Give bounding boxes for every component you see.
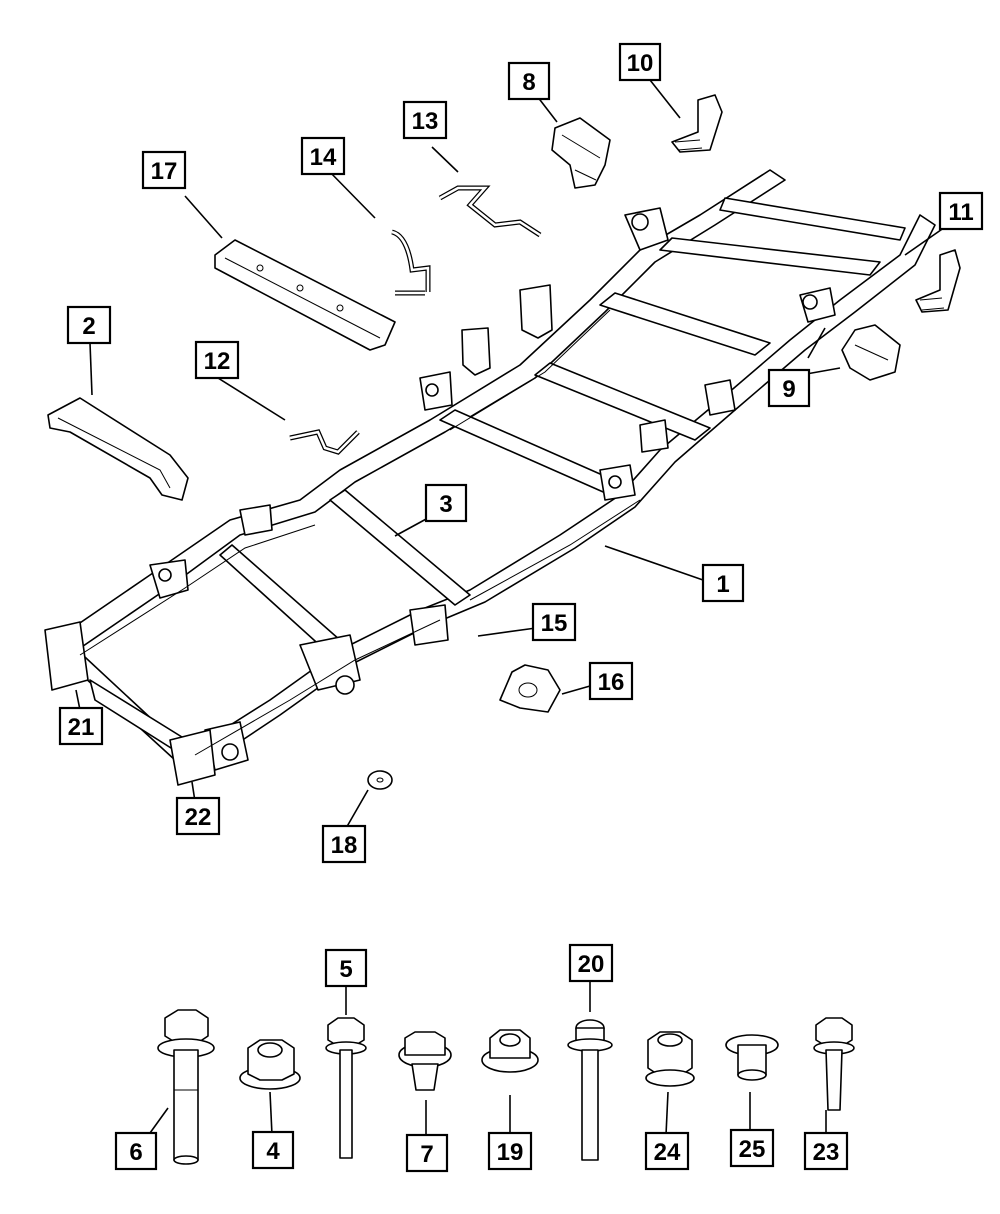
callout-6-text: 6 — [129, 1139, 142, 1166]
callout-24: 24 — [644, 1131, 690, 1171]
part-5-bolt — [325, 1017, 367, 1159]
part-25-nut — [725, 1034, 779, 1081]
callout-17: 17 — [141, 150, 187, 190]
callout-21: 21 — [58, 706, 104, 746]
callout-25-text: 25 — [739, 1136, 766, 1163]
callout-19-text: 19 — [497, 1139, 524, 1166]
callout-14: 14 — [300, 136, 346, 176]
part-16-plate — [499, 664, 561, 713]
callout-3: 3 — [424, 483, 468, 523]
callout-20-text: 20 — [578, 951, 605, 978]
leader-lines — [75, 79, 949, 1136]
callout-1: 1 — [701, 563, 745, 603]
callout-2-text: 2 — [82, 313, 95, 340]
part-17-plate — [214, 239, 396, 351]
callout-4-text: 4 — [266, 1138, 280, 1165]
part-4-nut — [239, 1039, 301, 1090]
part-23-bolt — [813, 1017, 855, 1111]
callout-15: 15 — [531, 602, 577, 642]
part-18-washer — [367, 770, 393, 790]
callout-1-text: 1 — [716, 571, 729, 598]
callout-8: 8 — [507, 61, 551, 101]
callout-17-text: 17 — [151, 158, 178, 185]
callout-13: 13 — [402, 100, 448, 140]
part-20-bolt — [567, 1019, 613, 1161]
callout-18-text: 18 — [331, 832, 358, 859]
callout-5: 5 — [324, 948, 368, 988]
callout-9-text: 9 — [782, 376, 795, 403]
callout-8-text: 8 — [522, 69, 535, 96]
part-11-hanger — [915, 249, 961, 313]
frame-assembly — [44, 169, 936, 786]
callout-13-text: 13 — [412, 108, 439, 135]
callout-11: 11 — [938, 191, 984, 231]
callout-20: 20 — [568, 943, 614, 983]
callout-16-text: 16 — [598, 669, 625, 696]
part-19-nut — [481, 1029, 539, 1073]
callout-10: 10 — [618, 42, 662, 82]
callout-10-text: 10 — [627, 50, 654, 77]
callout-22: 22 — [175, 796, 221, 836]
callout-7-text: 7 — [420, 1141, 433, 1168]
callout-6: 6 — [114, 1131, 158, 1171]
part-13-tube — [438, 185, 542, 238]
callout-2: 2 — [66, 305, 112, 345]
callout-23-text: 23 — [813, 1139, 840, 1166]
part-10-hanger — [671, 94, 723, 153]
callout-9: 9 — [767, 368, 811, 408]
callout-5-text: 5 — [339, 956, 352, 983]
callout-16: 16 — [588, 661, 634, 701]
callout-7: 7 — [405, 1133, 449, 1173]
part-6-bolt — [157, 1009, 215, 1165]
callout-4: 4 — [251, 1130, 295, 1170]
callout-11-text: 11 — [948, 199, 973, 226]
callout-21-text: 21 — [68, 714, 95, 741]
callout-25: 25 — [729, 1128, 775, 1168]
callout-12: 12 — [194, 340, 240, 380]
callout-3-text: 3 — [439, 491, 452, 518]
callout-15-text: 15 — [541, 610, 568, 637]
callout-19: 19 — [487, 1131, 533, 1171]
part-8-bracket — [551, 117, 611, 189]
callout-22-text: 22 — [185, 804, 212, 831]
callout-23: 23 — [803, 1131, 849, 1171]
callout-14-text: 14 — [310, 144, 337, 171]
callout-12-text: 12 — [204, 348, 231, 375]
callout-24-text: 24 — [654, 1139, 681, 1166]
part-24-nut — [645, 1031, 695, 1087]
part-7-nut — [398, 1031, 452, 1091]
callout-18: 18 — [321, 824, 367, 864]
